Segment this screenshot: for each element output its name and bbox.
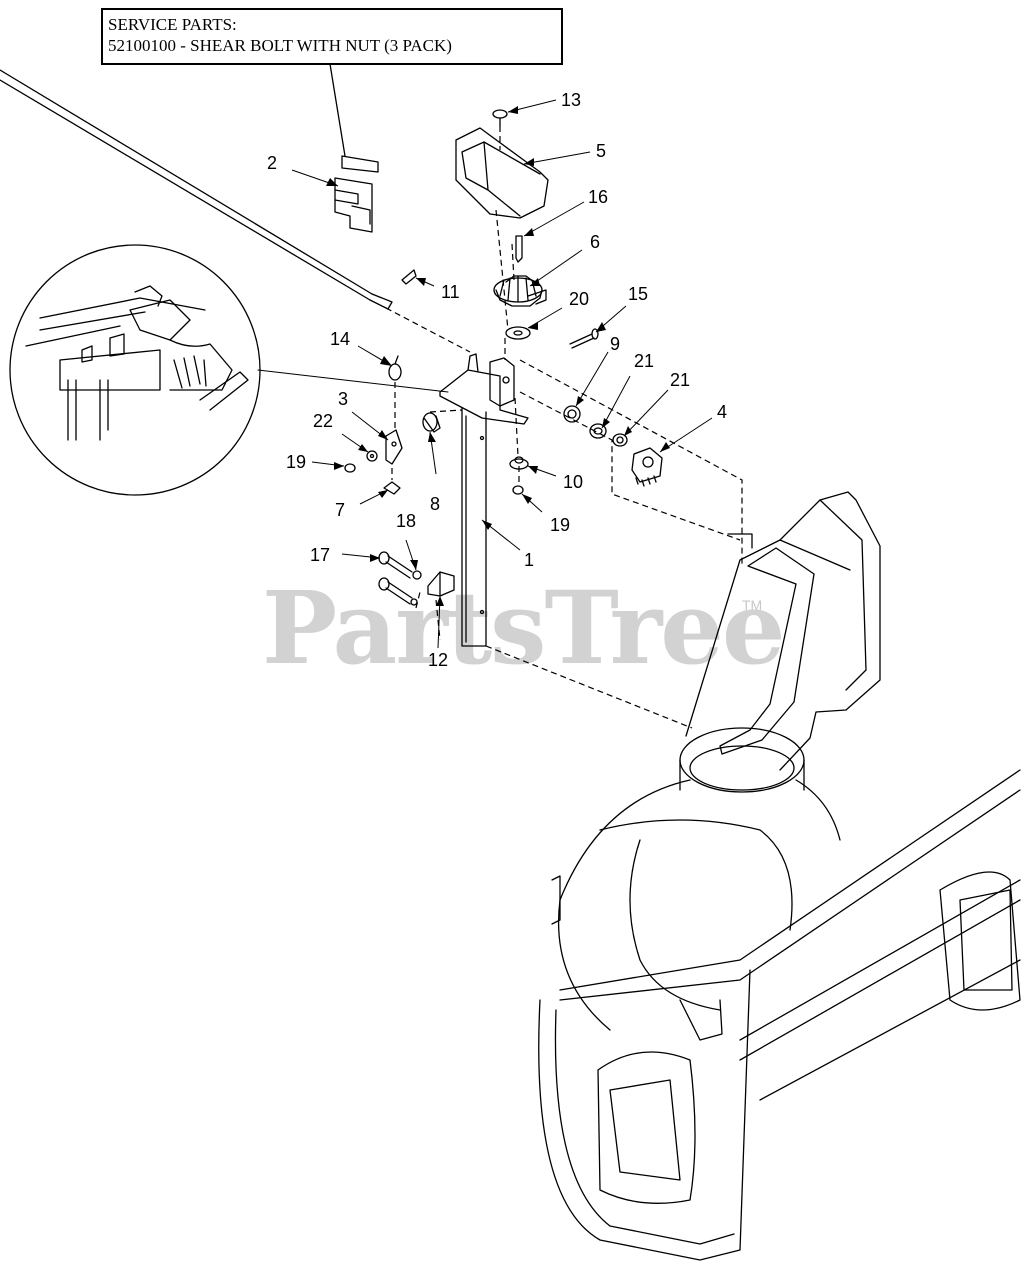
callout-22: 22 — [313, 411, 333, 431]
part-2-bracket — [334, 155, 379, 233]
part-4-gear — [631, 447, 663, 487]
callout-7: 7 — [335, 500, 345, 520]
part-19-nut-right — [512, 485, 524, 495]
part-18-washer — [412, 570, 422, 580]
callout-6: 6 — [590, 232, 600, 252]
callout-19-right: 19 — [550, 515, 570, 535]
part-1-bracket — [439, 353, 529, 647]
chute-control-rod — [0, 69, 393, 310]
part-8-bushing — [422, 412, 441, 433]
part-17-bolts — [378, 551, 418, 606]
auger-housing — [538, 769, 1021, 1261]
callout-leaders — [291, 99, 713, 649]
assembly-lines — [385, 126, 743, 729]
service-parts-line: 52100100 - SHEAR BOLT WITH NUT (3 PACK) — [108, 36, 452, 55]
part-14-clip — [388, 355, 402, 381]
callout-18: 18 — [396, 511, 416, 531]
service-parts-heading: SERVICE PARTS: — [108, 15, 237, 34]
part-21-washer-b — [612, 433, 628, 447]
callout-8: 8 — [430, 494, 440, 514]
callout-1: 1 — [524, 550, 534, 570]
part-5-cap — [455, 127, 549, 219]
part-12-bracket — [427, 571, 455, 597]
callout-20: 20 — [569, 289, 589, 309]
callout-10: 10 — [563, 472, 583, 492]
callout-17: 17 — [310, 545, 330, 565]
callout-21-b: 21 — [670, 370, 690, 390]
part-19-nut-left — [344, 463, 356, 473]
part-15-bolt — [569, 328, 599, 349]
callout-arrowheads — [326, 106, 670, 606]
callout-19-left: 19 — [286, 452, 306, 472]
chute-assembly — [679, 491, 881, 793]
callout-labels: 13 5 2 16 6 11 20 15 14 9 21 21 3 22 4 1… — [267, 90, 727, 670]
trademark-mark: TM — [742, 597, 763, 613]
detail-view — [9, 244, 449, 496]
callout-4: 4 — [717, 402, 727, 422]
part-7-clip — [383, 481, 401, 495]
callout-21-a: 21 — [634, 351, 654, 371]
service-parts-box: SERVICE PARTS: 52100100 - SHEAR BOLT WIT… — [101, 8, 563, 65]
callout-12: 12 — [428, 650, 448, 670]
callout-2: 2 — [267, 153, 277, 173]
callout-9: 9 — [610, 334, 620, 354]
service-leader-line — [329, 63, 346, 157]
callout-11: 11 — [441, 282, 460, 302]
part-3-lever — [385, 429, 403, 465]
part-11-cotter-pin — [401, 269, 417, 285]
part-20-washer — [505, 326, 531, 340]
callout-13: 13 — [561, 90, 581, 110]
callout-3: 3 — [338, 389, 348, 409]
callout-5: 5 — [596, 141, 606, 161]
part-21-washer-a — [589, 423, 607, 439]
part-22-washer — [366, 450, 378, 462]
callout-15: 15 — [628, 284, 648, 304]
part-16-pin — [515, 235, 523, 263]
callout-16: 16 — [588, 187, 608, 207]
part-13-screw — [492, 109, 508, 127]
part-9-washer — [563, 405, 581, 423]
part-6-gear — [493, 275, 547, 307]
callout-14: 14 — [330, 329, 350, 349]
